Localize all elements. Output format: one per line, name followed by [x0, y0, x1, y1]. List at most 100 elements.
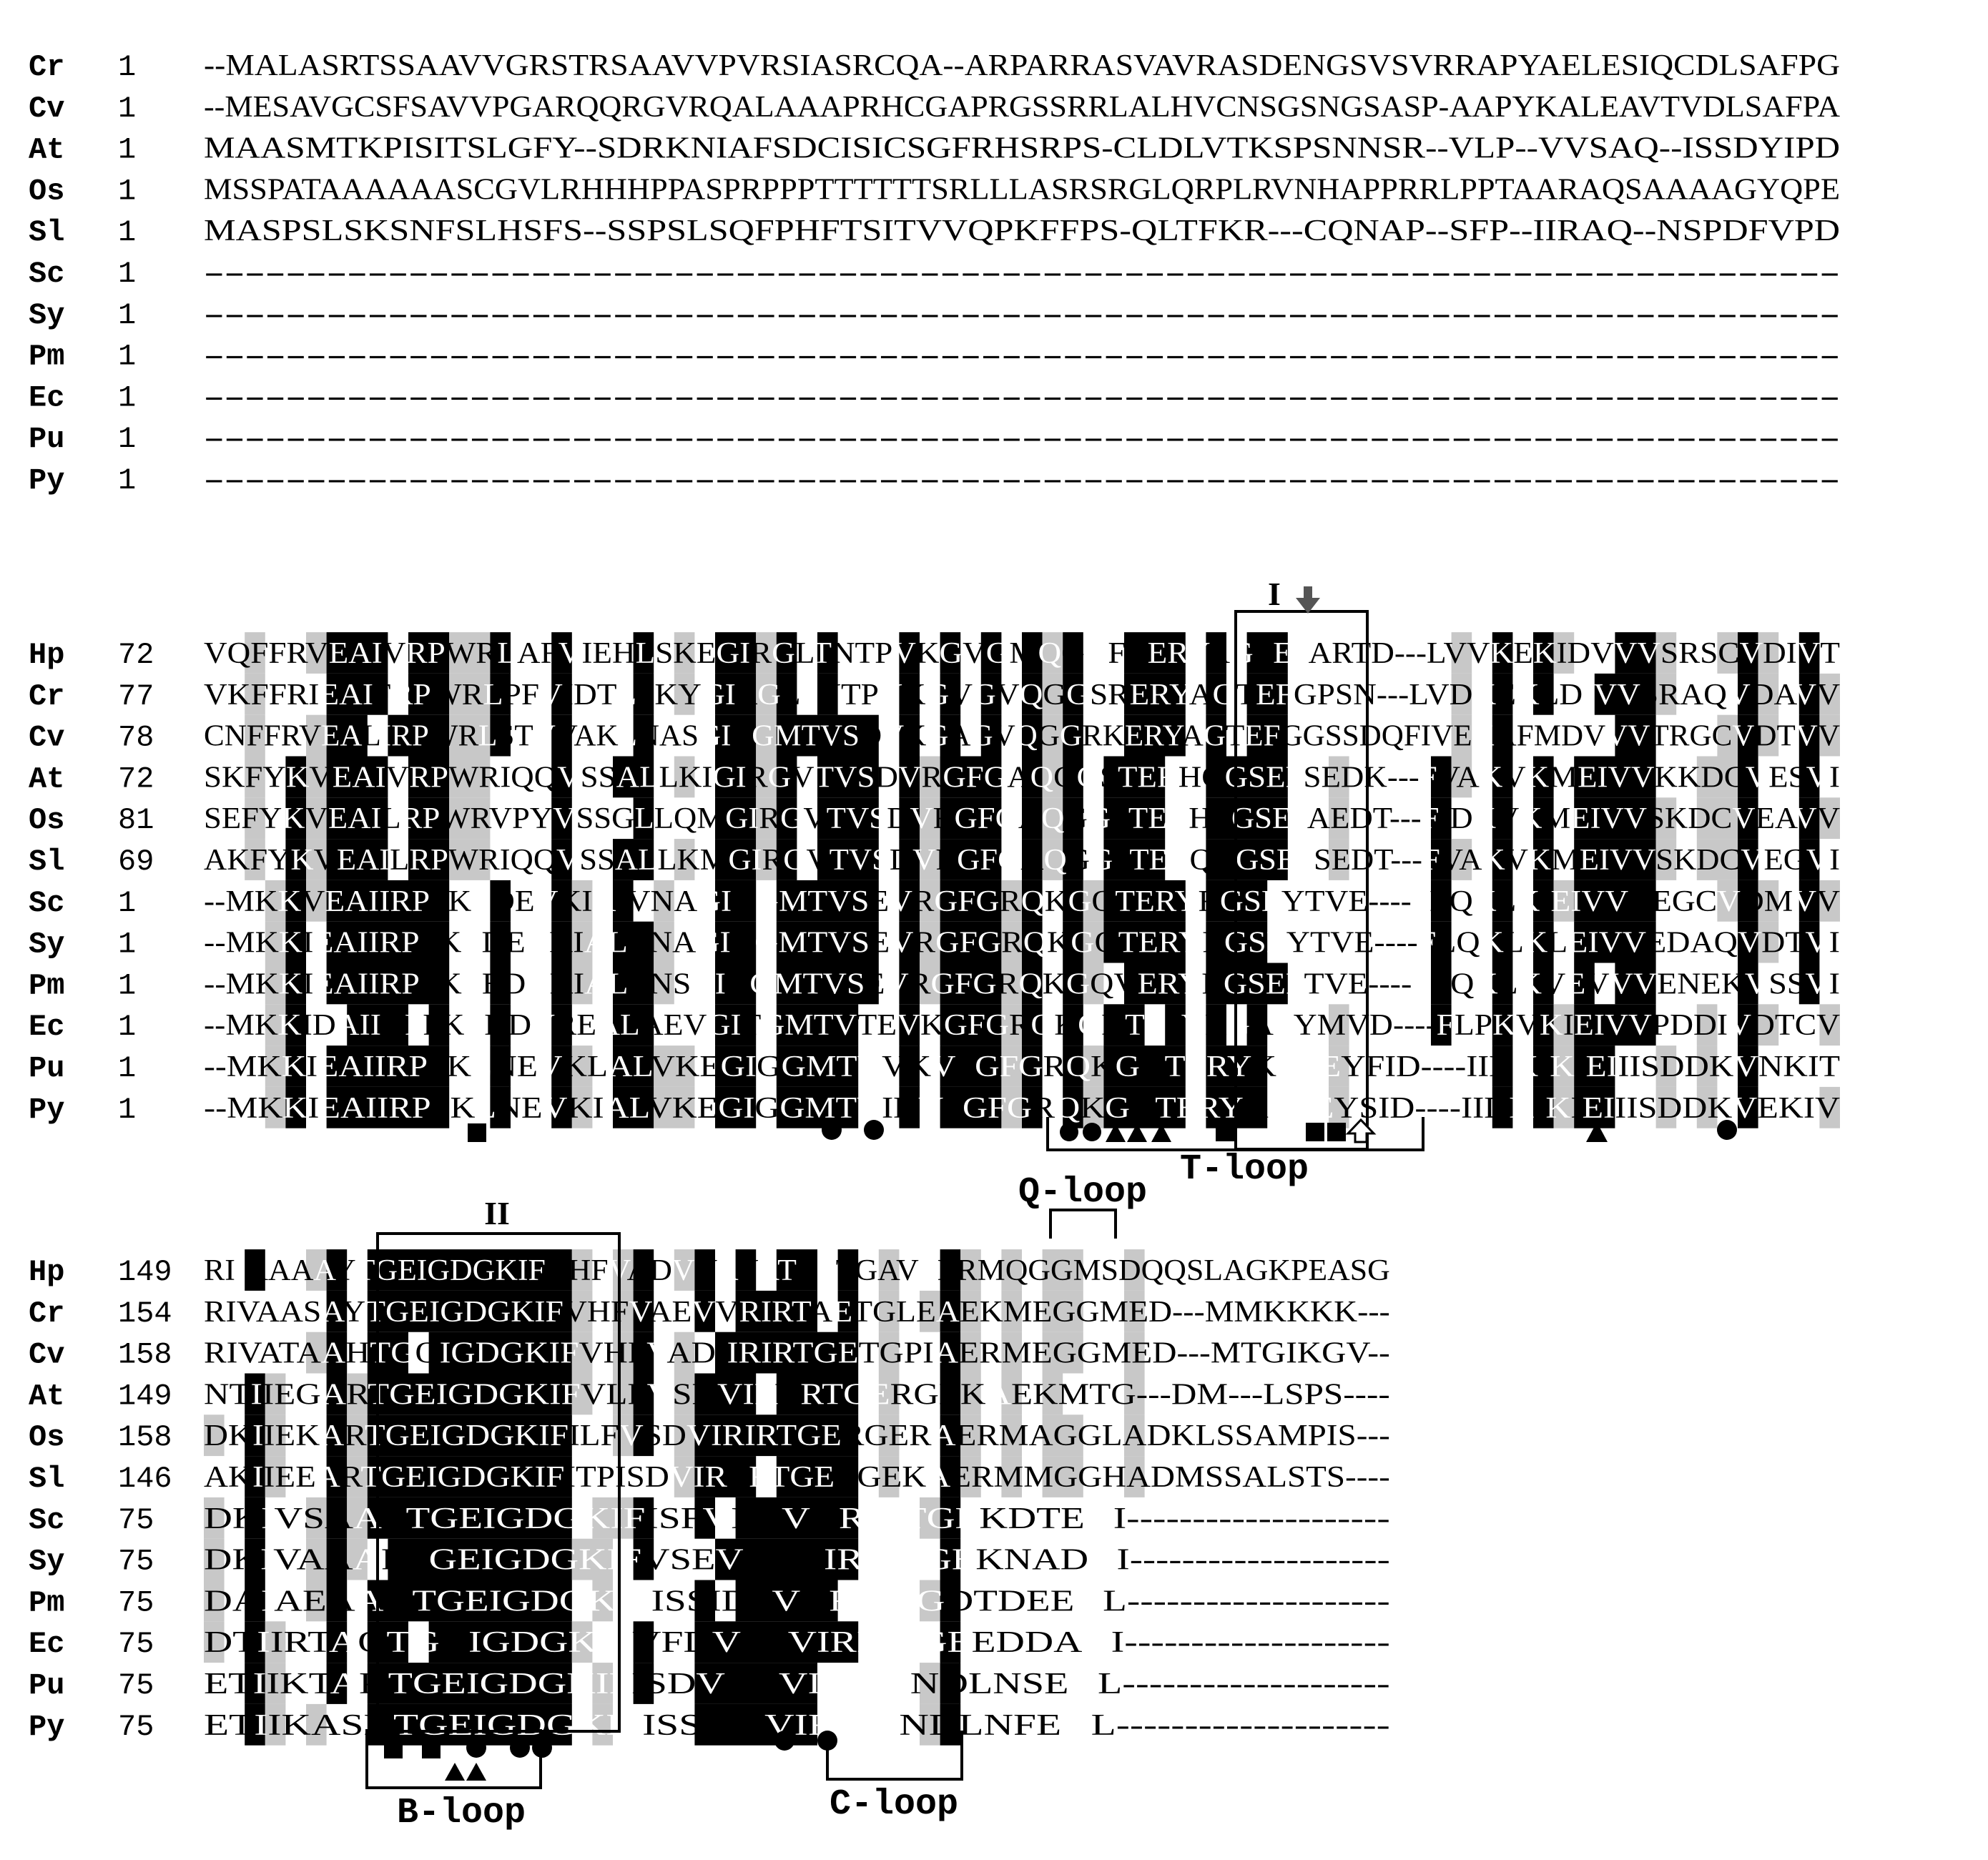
similar-residue-shade	[1329, 756, 1349, 798]
sequence-row: AKIIEEARTGEIGDGKIFITPISDVIRVRTGERGEKAERM…	[204, 1461, 1390, 1494]
species-name: Cr	[29, 50, 64, 84]
identical-residue-shade	[347, 1004, 408, 1046]
identical-residue-shade	[1492, 1086, 1513, 1128]
identical-residue-shade	[1206, 963, 1288, 1005]
identical-residue-shade	[1022, 673, 1043, 715]
identical-residue-shade	[1063, 1045, 1083, 1087]
identical-residue-shade	[776, 1045, 859, 1087]
solid-circle-icon	[864, 1120, 884, 1140]
identical-residue-shade	[1533, 756, 1554, 798]
sequence-row: ----------------------------------------…	[204, 380, 1840, 413]
identical-residue-shade	[1103, 1004, 1145, 1046]
sequence-row: ----------------------------------------…	[204, 339, 1840, 372]
identical-residue-shade	[551, 714, 572, 757]
sequence-row: --MALASRTSSAAVVGRSTRSAAVVPVRSIASRCQA--AR…	[204, 49, 1840, 82]
similar-residue-shade	[1717, 880, 1738, 922]
identical-residue-shade	[1615, 714, 1656, 757]
similar-residue-shade	[245, 714, 265, 757]
identical-residue-shade	[1063, 797, 1083, 840]
similar-residue-shade	[1001, 963, 1022, 1005]
similar-residue-shade	[1001, 1004, 1022, 1046]
identical-residue-shade	[633, 1290, 654, 1332]
similar-residue-shade	[1553, 880, 1575, 922]
similar-residue-shade	[1329, 797, 1349, 840]
t-loop-label: T-loop	[1180, 1149, 1309, 1190]
identical-residue-shade	[551, 1004, 572, 1046]
identical-residue-shade	[1206, 673, 1226, 715]
identical-residue-shade	[613, 880, 634, 922]
identical-residue-shade	[899, 673, 920, 715]
identical-residue-shade	[490, 880, 511, 922]
identical-residue-shade	[940, 880, 1002, 922]
identical-residue-shade	[1738, 963, 1758, 1005]
identical-residue-shade	[1533, 1004, 1554, 1046]
solid-circle-icon	[510, 1738, 530, 1758]
similar-residue-shade	[1717, 632, 1738, 674]
identical-residue-shade	[1206, 797, 1288, 840]
identical-residue-shade	[285, 1086, 306, 1128]
sequence-row: --MKKIEAIIRPFKLEDVKIALVNSGIVGMTVSEVRGFGR…	[204, 968, 1840, 1000]
similar-residue-shade	[1124, 1290, 1145, 1332]
species-name: At	[29, 762, 64, 796]
identical-residue-shade	[1738, 921, 1758, 963]
residue-start-number: 1	[118, 257, 136, 291]
residue-start-number: 75	[118, 1627, 154, 1661]
identical-residue-shade	[899, 756, 920, 798]
similar-residue-shade	[1553, 632, 1575, 674]
identical-residue-shade	[1738, 839, 1758, 880]
sequence-row: ----------------------------------------…	[204, 463, 1840, 496]
similar-residue-shade	[245, 756, 265, 798]
species-name: Cv	[29, 1338, 64, 1372]
similar-residue-shade	[613, 1290, 634, 1332]
similar-residue-shade	[571, 963, 593, 1005]
solid-square-icon	[1306, 1123, 1324, 1141]
similar-residue-shade	[756, 632, 777, 674]
similar-residue-shade	[1329, 1004, 1349, 1046]
identical-residue-shade	[285, 1004, 306, 1046]
identical-residue-shade	[1431, 756, 1452, 798]
identical-residue-shade	[1492, 963, 1513, 1005]
identical-residue-shade	[326, 880, 450, 922]
sequence-row: --MESAVGCSFSAVVPGARQQRGVRQALAAAPRHCGAPRG…	[204, 91, 1841, 124]
similar-residue-shade	[920, 880, 940, 922]
similar-residue-shade	[571, 1332, 593, 1374]
identical-residue-shade	[613, 1004, 654, 1046]
identical-residue-shade	[1492, 880, 1513, 922]
identical-residue-shade	[1798, 797, 1820, 840]
similar-residue-shade	[654, 880, 674, 922]
similar-residue-shade	[654, 963, 674, 1005]
identical-residue-shade	[899, 797, 920, 840]
similar-residue-shade	[1758, 714, 1779, 757]
similar-residue-shade	[306, 797, 327, 840]
similar-residue-shade	[1001, 1249, 1022, 1291]
identical-residue-shade	[817, 632, 838, 674]
species-name: Py	[29, 1710, 64, 1744]
similar-residue-shade	[1819, 714, 1840, 757]
species-name: Sy	[29, 927, 64, 962]
identical-residue-shade	[940, 1249, 961, 1291]
identical-residue-shade	[776, 756, 797, 798]
species-name: Sc	[29, 1503, 64, 1537]
identical-residue-shade	[613, 963, 654, 1005]
residue-start-number: 1	[118, 380, 136, 415]
similar-residue-shade	[920, 797, 940, 840]
similar-residue-shade	[1758, 880, 1779, 922]
similar-residue-shade	[245, 632, 265, 674]
identical-residue-shade	[1738, 673, 1758, 715]
identical-residue-shade	[1246, 673, 1288, 715]
similar-residue-shade	[1655, 1045, 1677, 1087]
similar-residue-shade	[1717, 714, 1738, 757]
similar-residue-shade	[1042, 1249, 1083, 1291]
similar-residue-shade	[1655, 797, 1677, 840]
similar-residue-shade	[1655, 839, 1677, 880]
identical-residue-shade	[1738, 1004, 1758, 1046]
similar-residue-shade	[654, 1086, 695, 1128]
identical-residue-shade	[980, 714, 1002, 757]
identical-residue-shade	[1206, 632, 1226, 674]
identical-residue-shade	[1206, 839, 1288, 880]
similar-residue-shade	[878, 1249, 900, 1291]
identical-residue-shade	[1533, 1086, 1554, 1128]
